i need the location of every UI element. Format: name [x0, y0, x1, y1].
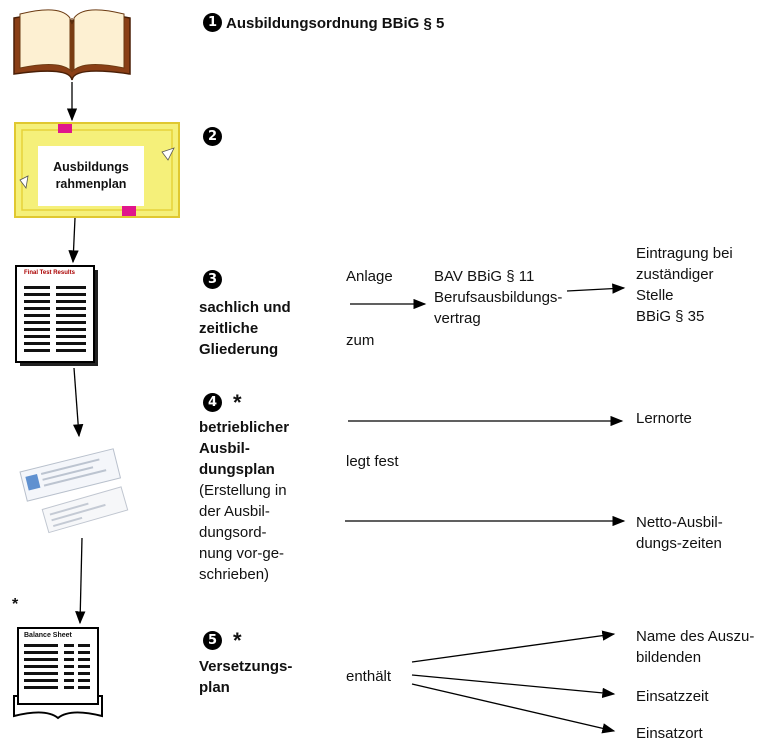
bav-line-2: Berufsausbildungs-	[434, 289, 563, 306]
arrow-to-name	[411, 630, 616, 663]
name-line-1: Name des Auszu-	[636, 628, 755, 645]
step-3-title-line-2: zeitliche	[199, 320, 259, 337]
arrow-bav-to-eintragung	[566, 283, 626, 294]
arrow-to-einsatzort	[411, 683, 616, 734]
balance-sheet-header: Balance Sheet	[24, 632, 72, 639]
step-number-1: 1	[203, 13, 222, 32]
bav-line-3: vertrag	[434, 310, 481, 327]
eintragung-line-2: zuständiger	[636, 266, 714, 283]
label-anlage: Anlage	[346, 268, 393, 285]
step-5-star: *	[233, 628, 242, 653]
frame-label-line2: rahmenplan	[55, 177, 127, 191]
results-sheet-icon: Final Test Results	[14, 264, 102, 368]
step-4-note-line-4: nung vor-ge-	[199, 545, 285, 562]
arrow-3-to-4	[72, 367, 84, 438]
label-zum: zum	[346, 332, 375, 349]
step-4-star: *	[233, 390, 242, 415]
book-icon	[13, 9, 131, 81]
side-star: *	[12, 596, 19, 613]
frame-label: Ausbildungs rahmenplan	[38, 146, 144, 206]
step-4-note-line-2: der Ausbil-	[199, 503, 270, 520]
arrow-2-to-3	[68, 217, 79, 264]
netto-line-2: dungs-zeiten	[636, 535, 722, 552]
step-number-2: 2	[203, 127, 222, 146]
step-number-4: 4	[203, 393, 222, 412]
step-4-note-line-3: dungsord-	[199, 524, 267, 541]
balance-sheet-icon: Balance Sheet	[10, 626, 106, 726]
documents-icon	[19, 448, 129, 534]
step-5-title-line-2: plan	[199, 679, 230, 696]
label-enthaelt: enthält	[346, 668, 392, 685]
target-einsatzzeit: Einsatzzeit	[636, 688, 709, 705]
step-4-title-line-1: betrieblicher	[199, 419, 290, 436]
eintragung-line-4: BBiG § 35	[636, 308, 705, 325]
target-lernorte: Lernorte	[636, 410, 692, 427]
step-5-title-line-1: Versetzungs-	[199, 658, 293, 675]
eintragung-line-3: Stelle	[636, 287, 674, 304]
results-sheet-header: Final Test Results	[24, 270, 75, 276]
eintragung-line-1: Eintragung bei	[636, 245, 733, 262]
step-number-5: 5	[203, 631, 222, 650]
step-4-title-line-3: dungsplan	[199, 461, 275, 478]
arrow-4-to-5	[75, 537, 86, 625]
netto-line-1: Netto-Ausbil-	[636, 514, 723, 531]
frame-label-line1: Ausbildungs	[53, 160, 129, 174]
step-4-note-line-1: (Erstellung in	[199, 482, 287, 499]
arrow-to-einsatzzeit	[411, 674, 616, 699]
step-1-title: Ausbildungsordnung BBiG § 5	[226, 15, 445, 32]
name-line-2: bildenden	[636, 649, 702, 666]
target-einsatzort: Einsatzort	[636, 725, 703, 742]
step-number-3: 3	[203, 270, 222, 289]
step-4-note-line-5: schrieben)	[199, 566, 270, 583]
label-legt-fest: legt fest	[346, 453, 399, 470]
step-4-title-line-2: Ausbil-	[199, 440, 250, 457]
step-3-title-line-1: sachlich und	[199, 299, 291, 316]
bav-line-1: BAV BBiG § 11	[434, 268, 535, 285]
step-3-title-line-3: Gliederung	[199, 341, 279, 358]
